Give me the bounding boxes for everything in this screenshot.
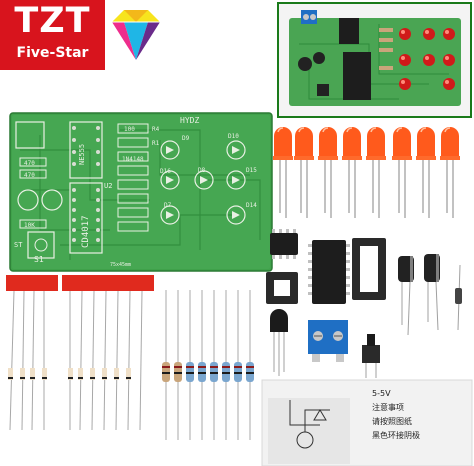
pcb-ic2-label: CD4017: [81, 215, 91, 248]
pcb-res-val-2: 470: [24, 160, 35, 167]
push-button: [362, 334, 380, 378]
pcb-res-val-1: 100: [124, 126, 135, 133]
resistor-set: [162, 290, 254, 440]
pcb-led-d8: D8: [198, 167, 206, 174]
pcb-resistor-r4: R4: [152, 126, 160, 133]
manual-instruction: 请按照图纸: [372, 416, 412, 426]
pcb-resistor-r1: R1: [152, 140, 160, 147]
pcb-res-val-4: 10K: [24, 222, 35, 229]
assembled-board-inset: [277, 2, 472, 118]
red-led-strip: [6, 275, 154, 431]
pcb-ic2-ref: U2: [104, 182, 112, 190]
pcb-led-d15: D15: [246, 167, 257, 174]
manual-voltage: 5-5V: [372, 389, 391, 398]
main-pcb: HYDZ NE555 CD4017 U2 S1 ST 1N4148 D9 D10…: [9, 112, 273, 272]
orange-led: [273, 127, 293, 218]
ic-chips: [266, 229, 386, 304]
pcb-res-val-3: 470: [24, 172, 35, 179]
pcb-ic1-label: NE555: [78, 144, 86, 165]
pcb-brand-mark: HYDZ: [180, 116, 199, 125]
brand-title: TZT: [14, 1, 91, 41]
transistor: [270, 309, 288, 376]
diamond-icon: [112, 10, 160, 60]
orange-led: [416, 127, 436, 218]
pcb-diode-label: 1N4148: [122, 156, 144, 163]
orange-led: [342, 127, 362, 218]
orange-led: [440, 127, 460, 218]
brand-logo: TZT Five-Star: [0, 0, 168, 70]
orange-led: [392, 127, 412, 218]
manual-notice: 注意事项: [372, 402, 404, 412]
orange-led: [294, 127, 314, 218]
pcb-led-d9: D9: [182, 135, 190, 142]
pcb-led-d7: D7: [164, 202, 172, 209]
orange-led: [318, 127, 338, 218]
capacitors: [398, 254, 462, 336]
terminal-block: [308, 320, 348, 362]
orange-led-row: [273, 127, 460, 218]
brand-badge: TZT Five-Star: [0, 0, 105, 70]
instruction-sheet: 5-5V 注意事项 请按照图纸 黑色环接阴极: [261, 379, 473, 466]
pcb-led-d16: D16: [160, 168, 171, 175]
pcb-power-label: ST: [14, 241, 23, 249]
orange-led: [366, 127, 386, 218]
pcb-switch-label: S1: [34, 255, 44, 264]
brand-subtitle: Five-Star: [16, 45, 89, 61]
pcb-led-d14: D14: [246, 202, 257, 209]
pcb-dims: 75x45mm: [110, 262, 131, 268]
manual-cathode-note: 黑色环接阴极: [372, 430, 420, 440]
pcb-led-d10: D10: [228, 133, 239, 140]
